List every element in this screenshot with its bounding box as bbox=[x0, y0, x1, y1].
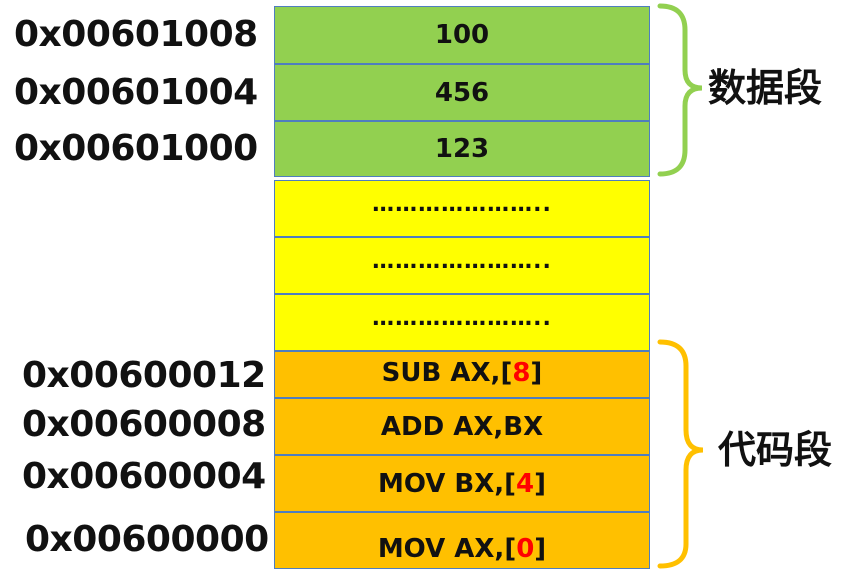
instruction-text: MOV BX,[4] bbox=[377, 468, 547, 499]
memory-cell-data: 456 bbox=[274, 64, 650, 121]
address-label: 0x00600008 bbox=[22, 404, 266, 445]
ellipsis-text: ………………….. bbox=[372, 306, 552, 331]
address-label: 0x00600012 bbox=[22, 355, 266, 396]
memory-cell-code: MOV BX,[4] bbox=[274, 455, 650, 512]
address-label: 0x00600004 bbox=[22, 456, 266, 497]
memory-cell-data: 123 bbox=[274, 121, 650, 177]
memory-cell-gap: ………………….. bbox=[274, 237, 650, 294]
memory-cell-code: MOV AX,[0] bbox=[274, 512, 650, 569]
cell-value: 456 bbox=[434, 77, 490, 108]
address-label: 0x00601000 bbox=[14, 128, 258, 169]
instruction-text: MOV AX,[0] bbox=[377, 534, 547, 564]
cell-value: 123 bbox=[434, 134, 490, 164]
code-segment-brace bbox=[657, 339, 704, 569]
address-label: 0x00600000 bbox=[25, 519, 269, 560]
operand-offset: 0 bbox=[516, 534, 535, 564]
memory-cell-code: SUB AX,[8] bbox=[274, 351, 650, 398]
memory-cell-gap: ………………….. bbox=[274, 294, 650, 351]
instruction-text: ADD AX,BX bbox=[380, 411, 544, 442]
cell-value: 100 bbox=[434, 20, 490, 50]
data-segment-brace bbox=[657, 3, 703, 177]
operand-offset: 4 bbox=[516, 468, 535, 499]
address-label: 0x00601004 bbox=[14, 72, 258, 113]
operand-offset: 8 bbox=[512, 358, 531, 388]
address-label: 0x00601008 bbox=[14, 14, 258, 55]
memory-cell-data: 100 bbox=[274, 6, 650, 64]
instruction-text: SUB AX,[8] bbox=[381, 358, 543, 388]
ellipsis-text: ………………….. bbox=[372, 249, 552, 274]
memory-cell-gap: ………………….. bbox=[274, 180, 650, 237]
ellipsis-text: ………………….. bbox=[372, 192, 552, 217]
code-segment-label: 代码段 bbox=[718, 428, 833, 472]
memory-cell-code: ADD AX,BX bbox=[274, 398, 650, 455]
data-segment-label: 数据段 bbox=[708, 66, 823, 110]
